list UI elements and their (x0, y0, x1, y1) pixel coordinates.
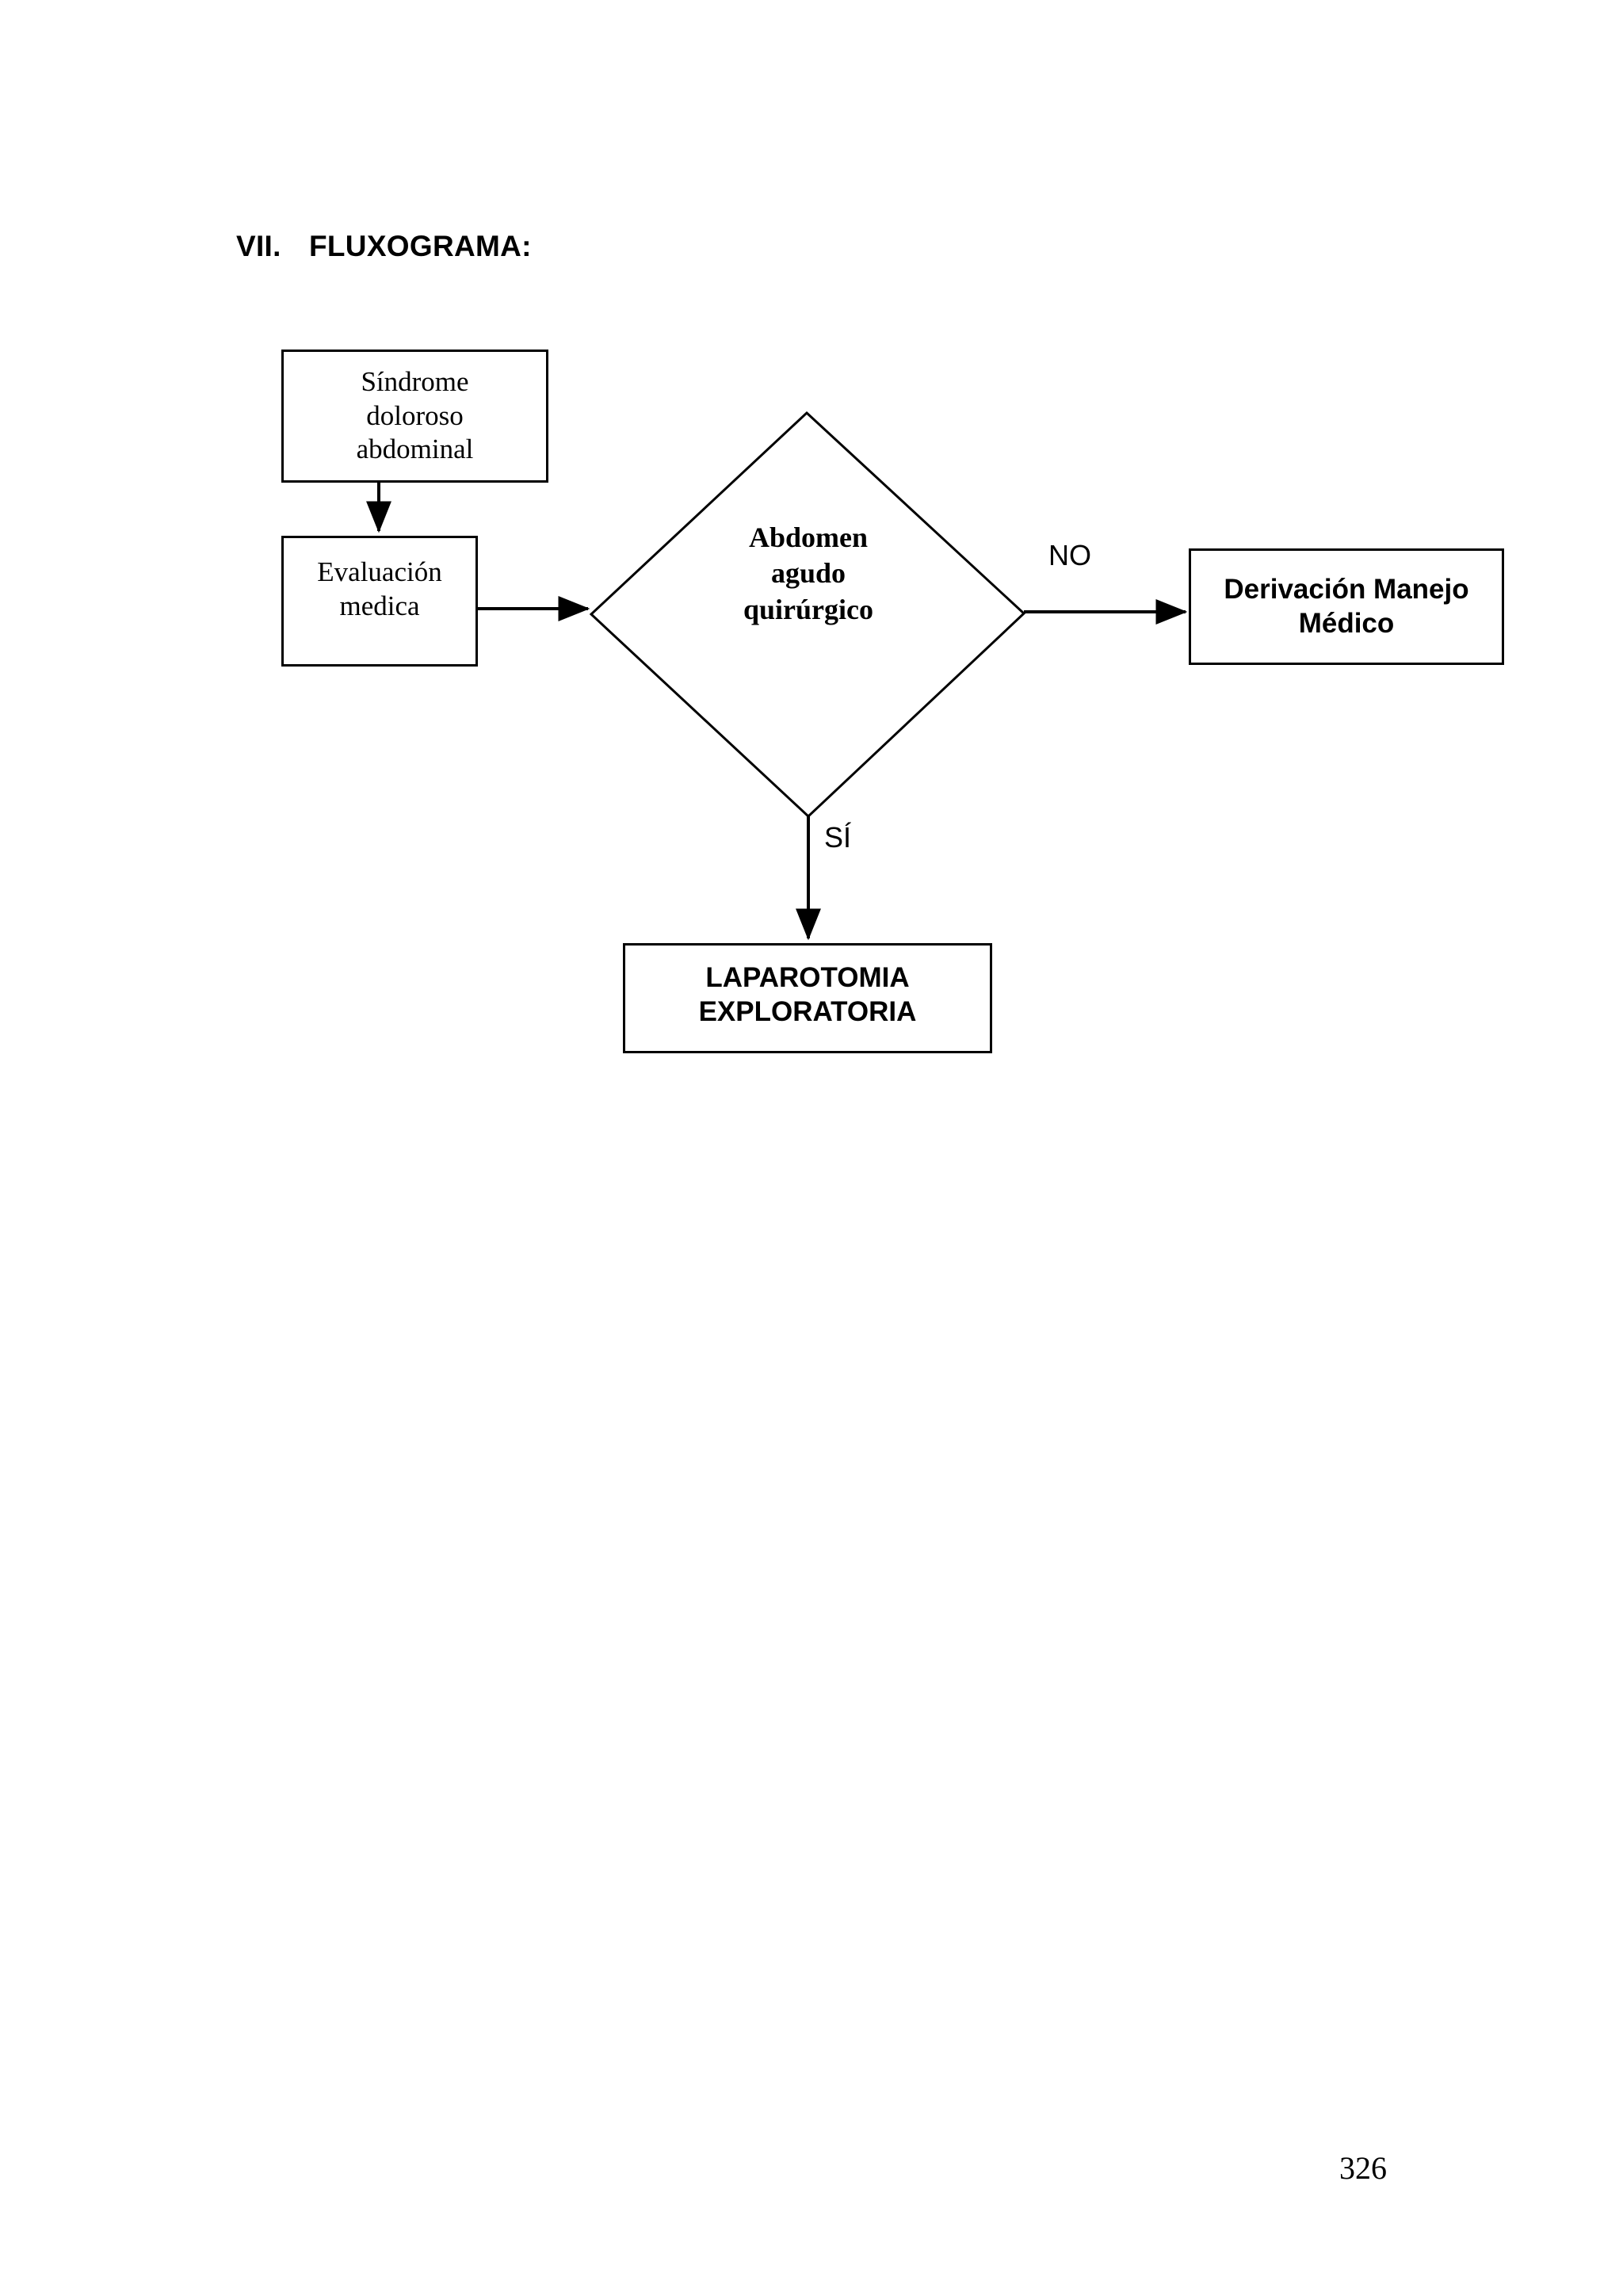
edge-label-si: SÍ (824, 821, 852, 854)
section-heading: VII. FLUXOGRAMA: (236, 230, 532, 263)
page-number: 326 (1339, 2150, 1387, 2186)
section-number: VII. (236, 230, 281, 262)
flowchart-connectors (366, 411, 1188, 941)
section-title: FLUXOGRAMA: (309, 230, 532, 262)
edge-label-no: NO (1048, 539, 1091, 571)
